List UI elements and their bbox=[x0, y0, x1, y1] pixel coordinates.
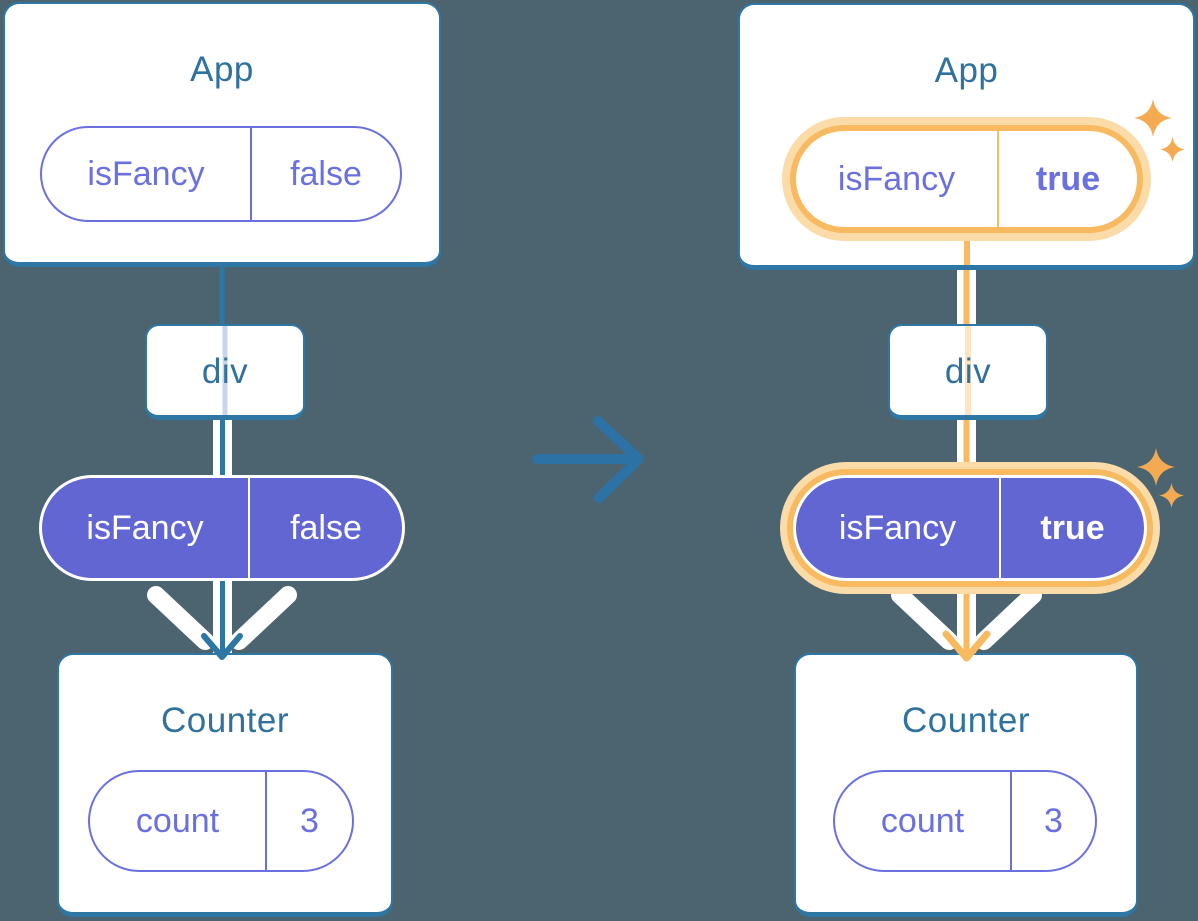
prop-value: false bbox=[250, 128, 400, 220]
prop-value: false bbox=[248, 478, 402, 578]
component-title: App bbox=[190, 50, 254, 89]
white-chevron-stroke bbox=[891, 586, 958, 650]
component-title: App bbox=[934, 51, 999, 90]
prop-name: isFancy bbox=[838, 508, 957, 547]
prop-value: true bbox=[997, 131, 1137, 227]
component-title: Counter bbox=[901, 701, 1031, 740]
prop-pipe-core bbox=[220, 576, 225, 652]
state-value: 3 bbox=[1010, 772, 1095, 870]
prop-value: true bbox=[999, 478, 1144, 578]
prop-name: isFancy bbox=[87, 154, 205, 193]
prop-pipe-core bbox=[963, 241, 970, 265]
white-chevron-stroke bbox=[975, 586, 1042, 650]
component-title: Counter bbox=[160, 701, 290, 740]
prop-name: isFancy bbox=[837, 159, 956, 198]
pipe-through-line bbox=[222, 326, 228, 415]
passed-prop-pill-right-highlighted: isFancy true bbox=[796, 478, 1144, 578]
prop-name: isFancy bbox=[86, 508, 204, 547]
div-component-card-left: div bbox=[145, 324, 305, 420]
parent-edge-line bbox=[219, 262, 225, 326]
prop-pill-app-right-highlighted: isFancy true bbox=[790, 125, 1143, 233]
counter-component-card-left: Counter count 3 bbox=[57, 653, 393, 917]
state-pill-counter-right: count 3 bbox=[833, 770, 1097, 872]
passed-prop-pill-left: isFancy false bbox=[42, 478, 402, 578]
state-value: 3 bbox=[265, 772, 352, 870]
prop-pipe-core bbox=[220, 418, 225, 480]
counter-component-card-right: Counter count 3 bbox=[794, 653, 1138, 917]
prop-pipe-core bbox=[963, 418, 970, 480]
prop-pipe-core bbox=[963, 582, 970, 654]
component-title: div bbox=[944, 352, 992, 391]
component-title: div bbox=[201, 352, 249, 391]
pipe-through-line bbox=[965, 326, 971, 415]
state-name: count bbox=[135, 801, 220, 840]
white-chevron-stroke bbox=[147, 586, 214, 650]
div-component-card-right: div bbox=[888, 324, 1048, 420]
state-name: count bbox=[880, 801, 965, 840]
prop-pipe-core bbox=[963, 268, 970, 326]
state-pill-counter-left: count 3 bbox=[88, 770, 354, 872]
white-chevron-stroke bbox=[230, 586, 297, 650]
prop-pill-app-left: isFancy false bbox=[40, 126, 402, 222]
